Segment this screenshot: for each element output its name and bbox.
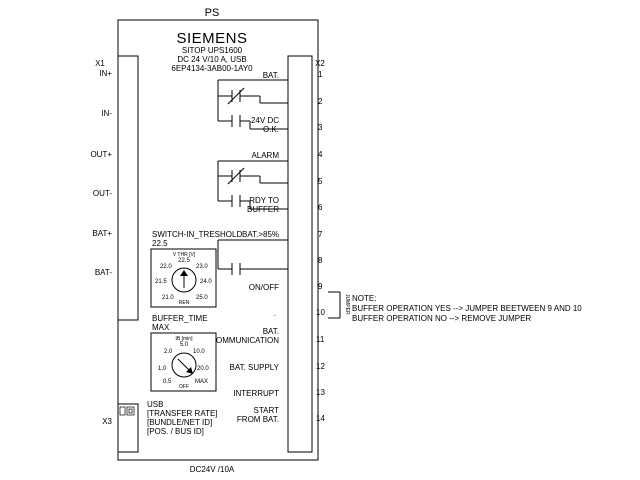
buffer-scale-2-0: 2.0 [164,349,173,355]
x2-terminal-2: 2 [318,97,323,106]
x2-terminal-3: 3 [318,123,323,132]
buffer-unit: tB [min] [176,336,194,342]
x2-terminal-8: 8 [318,256,323,265]
threshold-scale-21-0: 21.0 [162,295,174,301]
usb-bundle-net-id: [BUNDLE/NET ID] [147,418,212,427]
usb-pos-bus-id: [POS. / BUS ID] [147,427,204,436]
relay-contacts-bat [217,79,288,130]
signal-alarm: ALARM [251,151,279,160]
x1-block-label: X1 [95,59,105,68]
usb-label: USB [147,400,163,409]
threshold-scale-22-5: 22.5 [178,258,190,264]
x2-terminal-13: 13 [316,388,325,397]
threshold-title: SWITCH-IN_TRESHOLD [152,230,242,239]
signal-start: START [254,406,280,415]
x2-terminal-12: 12 [316,362,325,371]
threshold-ren: REN [179,300,190,306]
signal-24vdc: 24V DC [251,116,279,125]
x2-terminal-7: 7 [318,230,323,239]
buffer-scale-1-0: 1.0 [158,366,167,372]
signal-from-bat: FROM BAT. [237,415,279,424]
terminal-out-minus: OUT- [93,189,112,198]
terminal-bat-plus: BAT+ [92,229,112,238]
signal-communication: COMMUNICATION [210,336,279,345]
jumper-label: JUMPER [344,294,350,315]
note-line-2: BUFFER OPERATION NO --> REMOVE JUMPER [352,314,531,323]
usb-transfer-rate: [TRANSFER RATE] [147,409,218,418]
usb-port-icon [119,406,135,416]
x2-terminal-10: 10 [316,308,325,317]
x2-terminal-11: 11 [316,335,325,344]
terminal-in-minus: IN- [101,109,112,118]
signal-bat: BAT. [263,71,279,80]
note-line-1: BUFFER OPERATION YES --> JUMPER BEETWEEN… [352,304,582,313]
x2-terminal-6: 6 [318,203,323,212]
signal-bat85: BAT.>85% [242,230,279,239]
buffer-off: OFF [179,384,189,390]
signal-bat-supply: BAT. SUPPLY [230,363,280,372]
brand-logo: SIEMENS [176,30,247,47]
x2-terminal-5: 5 [318,177,323,186]
signal-buffer: BUFFER [247,205,279,214]
buffer-scale-5-0: 5.0 [180,342,189,348]
jumper-9-10 [328,291,341,319]
x2-terminal-strip [287,55,313,453]
threshold-unit: V THR [V] [173,252,196,258]
threshold-scale-23-0: 23.0 [196,264,208,270]
x3-label: X3 [102,417,112,426]
threshold-value: 22.5 [152,239,168,248]
buffer-value: MAX [152,323,170,332]
signal-dot: . [274,309,276,318]
terminal-in-plus: IN+ [99,69,112,78]
buffer-max: MAX [195,379,208,385]
usb-port [117,403,139,453]
signal-bat-comm: BAT. [263,327,279,336]
note-title: NOTE: [352,294,376,303]
threshold-scale-25-0: 25.0 [196,295,208,301]
x2-terminal-4: 4 [318,150,323,159]
buffer-scale-10-0: 10.0 [193,349,205,355]
x2-terminal-9: 9 [318,282,323,291]
x2-terminal-14: 14 [316,414,325,423]
model-name: SITOP UPS1600 [182,46,243,55]
buffer-scale-0-5: 0.5 [163,379,172,385]
signal-onoff: ON/OFF [249,283,279,292]
signal-ok: O.K. [263,125,279,134]
x2-terminal-1: 1 [318,70,323,79]
relay-contacts-alarm [217,160,288,210]
threshold-scale-24-0: 24.0 [200,279,212,285]
relay-contact-bat85 [217,239,288,275]
x2-block-label: X2 [315,59,325,68]
buffer-dial-panel [150,332,217,392]
threshold-knob [171,267,197,293]
x2-terminal-numbers: 1 2 3 4 5 6 7 8 9 10 11 12 13 14 [316,70,325,423]
terminal-bat-minus: BAT- [95,268,113,277]
buffer-knob [171,352,197,378]
signal-interrupt: INTERRUPT [233,389,279,398]
threshold-scale-22-0: 22.0 [160,264,172,270]
terminal-out-plus: OUT+ [90,150,112,159]
threshold-scale-21-5: 21.5 [155,279,167,285]
x1-terminal-strip [117,55,139,321]
x1-terminals: IN+ IN- OUT+ OUT- BAT+ BAT- [90,69,112,277]
ps-label: PS [205,7,220,19]
buffer-scale-20-0: 20.0 [197,366,209,372]
buffer-title: BUFFER_TIME [152,314,208,323]
model-rating: DC 24 V/10 A, USB [177,55,246,64]
order-number: 6EP4134-3AB00-1AY0 [171,64,253,73]
signal-rdy-to: RDY TO [249,196,279,205]
note-block: NOTE: BUFFER OPERATION YES --> JUMPER BE… [352,294,582,323]
footer-rating: DC24V /10A [190,465,235,474]
